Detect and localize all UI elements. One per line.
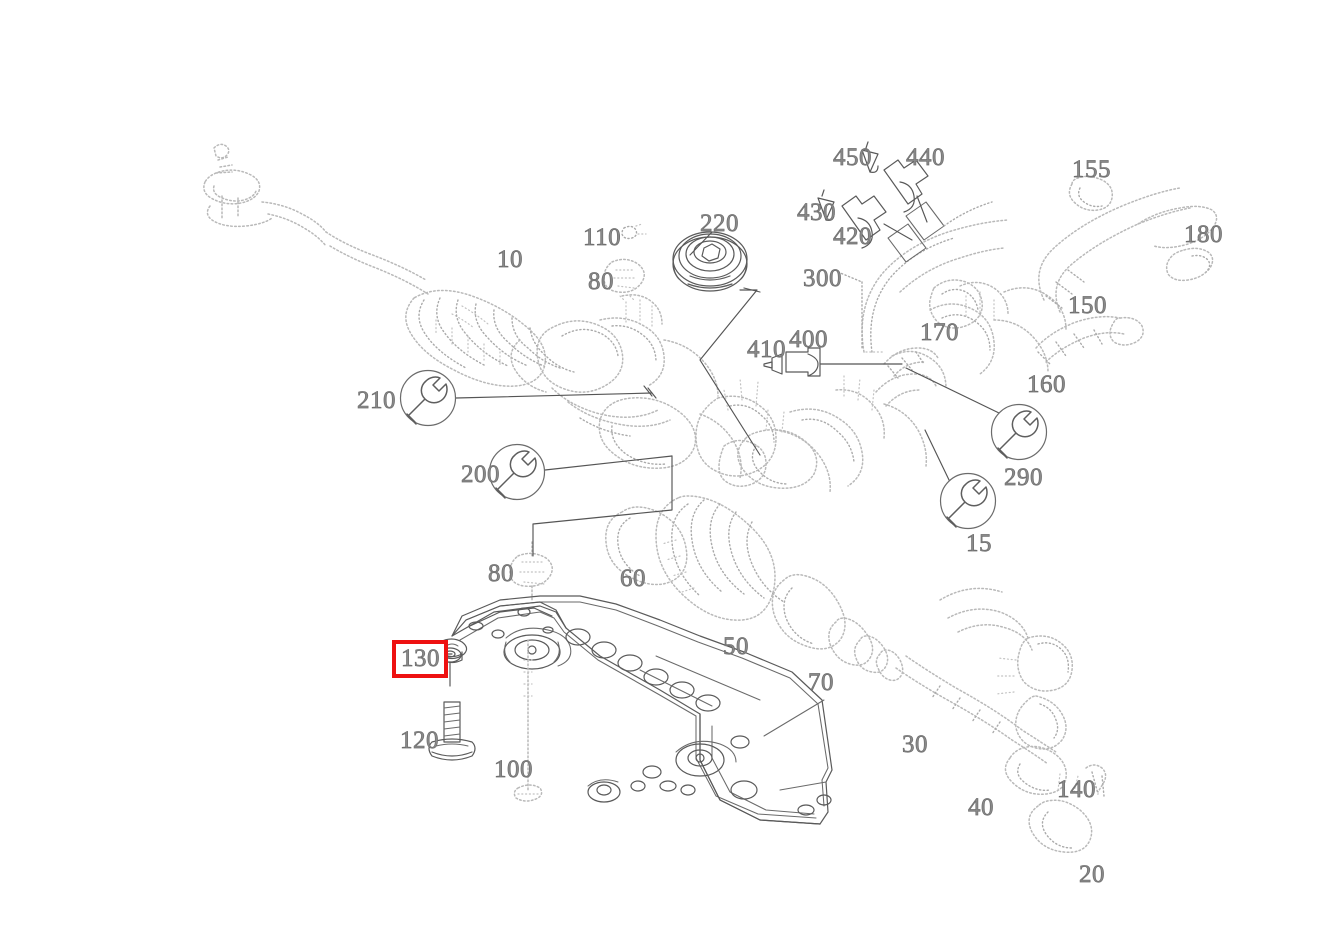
- part-number-label-200: 200: [461, 461, 500, 488]
- part-number-label-410: 410: [747, 336, 786, 363]
- part-number-label-40: 40: [968, 794, 994, 821]
- part-number-label-290: 290: [1004, 464, 1043, 491]
- steering-gear-housing-group: [510, 281, 1067, 493]
- steering-boot-right-group: [605, 495, 904, 682]
- part-number-label-170: 170: [920, 319, 959, 346]
- part-number-label-450: 450: [833, 144, 872, 171]
- part-number-label-300: 300: [803, 265, 842, 292]
- wrench-icon-210: [399, 369, 457, 427]
- wrench-icon-15: [939, 472, 997, 530]
- hose-clamp-icon-420: [841, 195, 887, 249]
- part-number-label-15: 15: [966, 530, 992, 557]
- hose-300-group: [861, 219, 1009, 353]
- part-number-label-140: 140: [1057, 776, 1096, 803]
- part-number-label-130: 130: [392, 640, 448, 678]
- hose-clamp-icon-440: [883, 159, 929, 213]
- part-number-label-60: 60: [620, 565, 646, 592]
- steering-shaft-right-group: [1035, 175, 1218, 365]
- tie-rod-lower-right-group: [895, 655, 1107, 853]
- part-number-label-30: 30: [902, 731, 928, 758]
- part-number-label-50: 50: [723, 633, 749, 660]
- part-number-label-220: 220: [700, 210, 739, 237]
- small-clip-icon-410: [763, 353, 783, 375]
- leader-lines: [442, 195, 1000, 655]
- part-number-label-400: 400: [789, 326, 828, 353]
- part-number-label-430: 430: [797, 199, 836, 226]
- power-steering-pump-group: [737, 409, 818, 489]
- part-number-label-70: 70: [808, 669, 834, 696]
- part-number-label-155: 155: [1072, 156, 1111, 183]
- tie-rod-left-group: [203, 143, 489, 329]
- part-number-label-100: 100: [494, 756, 533, 783]
- clamp-block-icon-400: [785, 347, 821, 377]
- part-number-label-210: 210: [357, 387, 396, 414]
- bolt-80-upper-group: [603, 258, 645, 301]
- front-crossmember-subframe-group: [438, 595, 833, 825]
- part-number-label-160: 160: [1027, 371, 1066, 398]
- wrench-icon-290: [990, 403, 1048, 461]
- cone-clip-icon-430: [817, 189, 835, 221]
- steering-boot-left-group: [405, 289, 575, 387]
- part-number-label-110: 110: [583, 224, 622, 251]
- part-number-label-120: 120: [400, 727, 439, 754]
- part-number-label-10: 10: [497, 246, 523, 273]
- part-110-group: [621, 223, 647, 240]
- part-number-label-420: 420: [833, 223, 872, 250]
- right-joint-group: [875, 279, 983, 407]
- pulley-220-group: [672, 231, 748, 292]
- part-number-label-180: 180: [1184, 221, 1223, 248]
- part-number-label-440: 440: [906, 144, 945, 171]
- bolt-120-group: [428, 701, 476, 761]
- part-number-label-150: 150: [1068, 292, 1107, 319]
- part-number-label-80: 80: [588, 268, 614, 295]
- part-number-label-20: 20: [1079, 861, 1105, 888]
- part-number-label-80: 80: [488, 560, 514, 587]
- bolt-80-lower-group: [509, 541, 553, 603]
- cone-clip-icon-450: [861, 141, 879, 173]
- hose-connector-group: [887, 201, 993, 263]
- stud-100-group: [513, 639, 543, 802]
- rod-end-cluster-group: [939, 587, 1074, 750]
